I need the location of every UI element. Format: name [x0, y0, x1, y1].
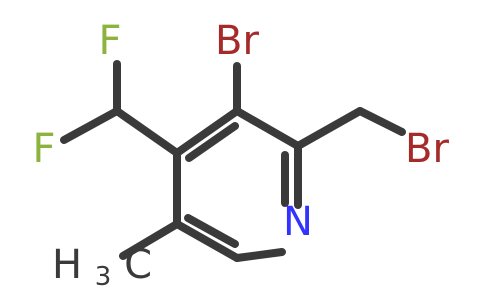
- atom-bromine-ring: Br: [215, 18, 259, 64]
- bond-n-c6: [233, 248, 286, 262]
- methyl-label: H 3 C: [52, 242, 152, 298]
- methyl-hydrogen: H: [52, 242, 82, 288]
- atom-fluorine-top: F: [98, 18, 121, 64]
- bond-c2-ch2: [294, 107, 364, 150]
- bond-c6-c5-inner: [184, 214, 239, 248]
- bond-c4-chf2: [113, 107, 181, 157]
- bond-c4-c3: [173, 107, 241, 157]
- bond-ch2-br: [356, 107, 406, 136]
- bond-chf2-f-bottom: [60, 107, 121, 144]
- methyl-carbon: C: [124, 242, 152, 288]
- bond-c6-c5: [173, 220, 241, 262]
- atom-bromine-methyl: Br: [405, 126, 449, 172]
- bond-c3-c2: [233, 107, 302, 150]
- atom-nitrogen: N: [283, 199, 313, 245]
- bond-c5-methyl: [119, 220, 181, 260]
- atom-fluorine-bottom: F: [32, 126, 55, 172]
- bond-c4-c3-inner: [185, 122, 239, 162]
- methyl-subscript: 3: [95, 262, 112, 292]
